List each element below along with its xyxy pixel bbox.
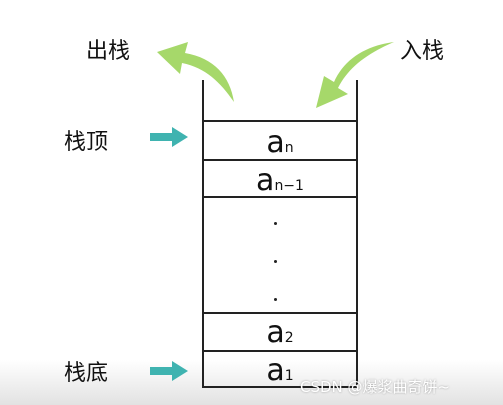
cell-an-minus-1: an−1 [202, 166, 358, 196]
push-label: 入栈 [400, 39, 445, 64]
pop-arrow-icon [157, 42, 234, 102]
stack-divider-bottom [202, 386, 358, 388]
bottom-shadow [0, 360, 503, 405]
top-pointer-arrow-icon [150, 127, 188, 147]
ellipsis-dot-3 [274, 298, 277, 301]
stack-divider-2 [202, 159, 358, 161]
cell-a2: a2 [202, 318, 358, 348]
cell-a2-sub: 2 [284, 330, 294, 346]
cell-a1-base: a [266, 353, 285, 388]
stack-divider-3 [202, 196, 358, 198]
pop-label: 出栈 [86, 39, 131, 64]
cell-a2-base: a [266, 315, 285, 350]
cell-an-sub: n [284, 140, 294, 156]
stack-container: an an−1 a2 a1 [202, 80, 358, 388]
cell-a1: a1 [202, 356, 358, 386]
stack-divider-top [202, 120, 358, 122]
stack-divider-4 [202, 312, 358, 314]
watermark: CSDN @爆浆曲奇饼~ [300, 378, 451, 396]
bottom-pointer-arrow-icon [150, 361, 188, 381]
stack-divider-5 [202, 350, 358, 352]
stack-top-label: 栈顶 [64, 130, 109, 155]
push-arrow-icon [316, 42, 394, 108]
cell-a1-sub: 1 [284, 368, 294, 384]
ellipsis-dot-1 [274, 222, 277, 225]
cell-an1-base: a [256, 163, 275, 198]
ellipsis-dot-2 [274, 260, 277, 263]
stack-left-wall [202, 80, 204, 388]
stack-bottom-label: 栈底 [64, 361, 109, 386]
cell-an-base: a [266, 125, 285, 160]
stack-right-wall [356, 80, 358, 388]
cell-an: an [202, 128, 358, 158]
cell-an1-sub: n−1 [274, 178, 304, 194]
